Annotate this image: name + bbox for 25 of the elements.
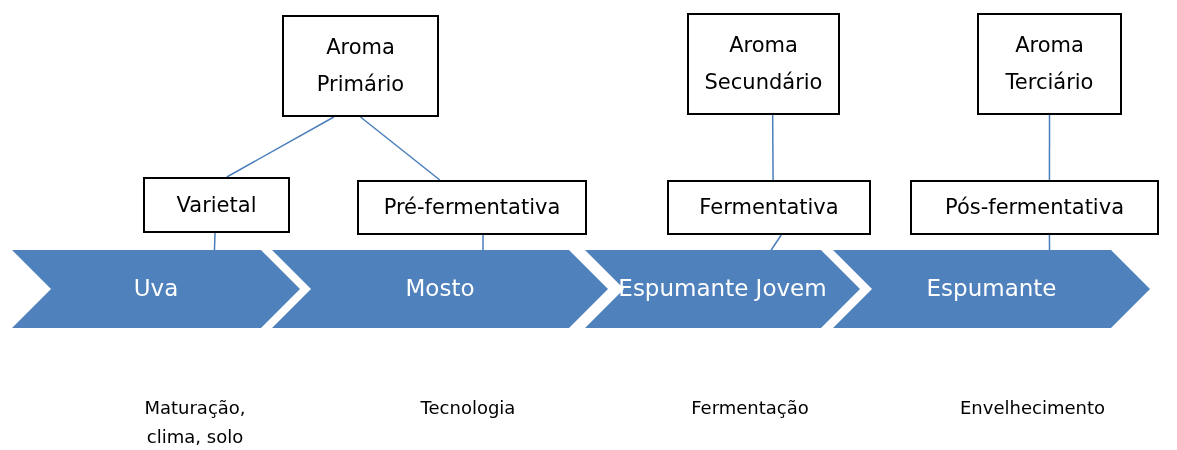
stage-note: Tecnologia	[419, 396, 517, 420]
label-box: Pré-fermentativa	[357, 180, 587, 235]
connector-line	[771, 114, 774, 181]
stage-banner: Espumante	[833, 250, 1150, 328]
label-box: Aroma Secundário	[687, 13, 840, 115]
label-box: Pós-fermentativa	[910, 180, 1159, 235]
stage-banner: Espumante Jovem	[585, 250, 860, 328]
stage-banner: Uva	[12, 250, 300, 328]
connector-line	[482, 234, 484, 251]
label-box: Fermentativa	[667, 180, 871, 235]
node-label: Espumante	[926, 275, 1057, 302]
connector-line	[1048, 114, 1051, 181]
connector-line	[770, 234, 782, 251]
node-label: Uva	[133, 275, 179, 302]
connector-line	[359, 116, 441, 181]
node-label: Mosto	[405, 275, 475, 302]
label-box: Varietal	[143, 177, 290, 233]
node-label: Espumante Jovem	[618, 275, 827, 302]
stage-note: Maturação, clima, solo	[143, 396, 247, 449]
connector-line	[226, 116, 335, 178]
label-box: Aroma Primário	[282, 15, 439, 117]
stage-banner: Mosto	[272, 250, 608, 328]
connector-line	[213, 232, 216, 251]
label-box: Aroma Terciário	[977, 13, 1122, 115]
stage-note: Fermentação	[690, 396, 810, 420]
